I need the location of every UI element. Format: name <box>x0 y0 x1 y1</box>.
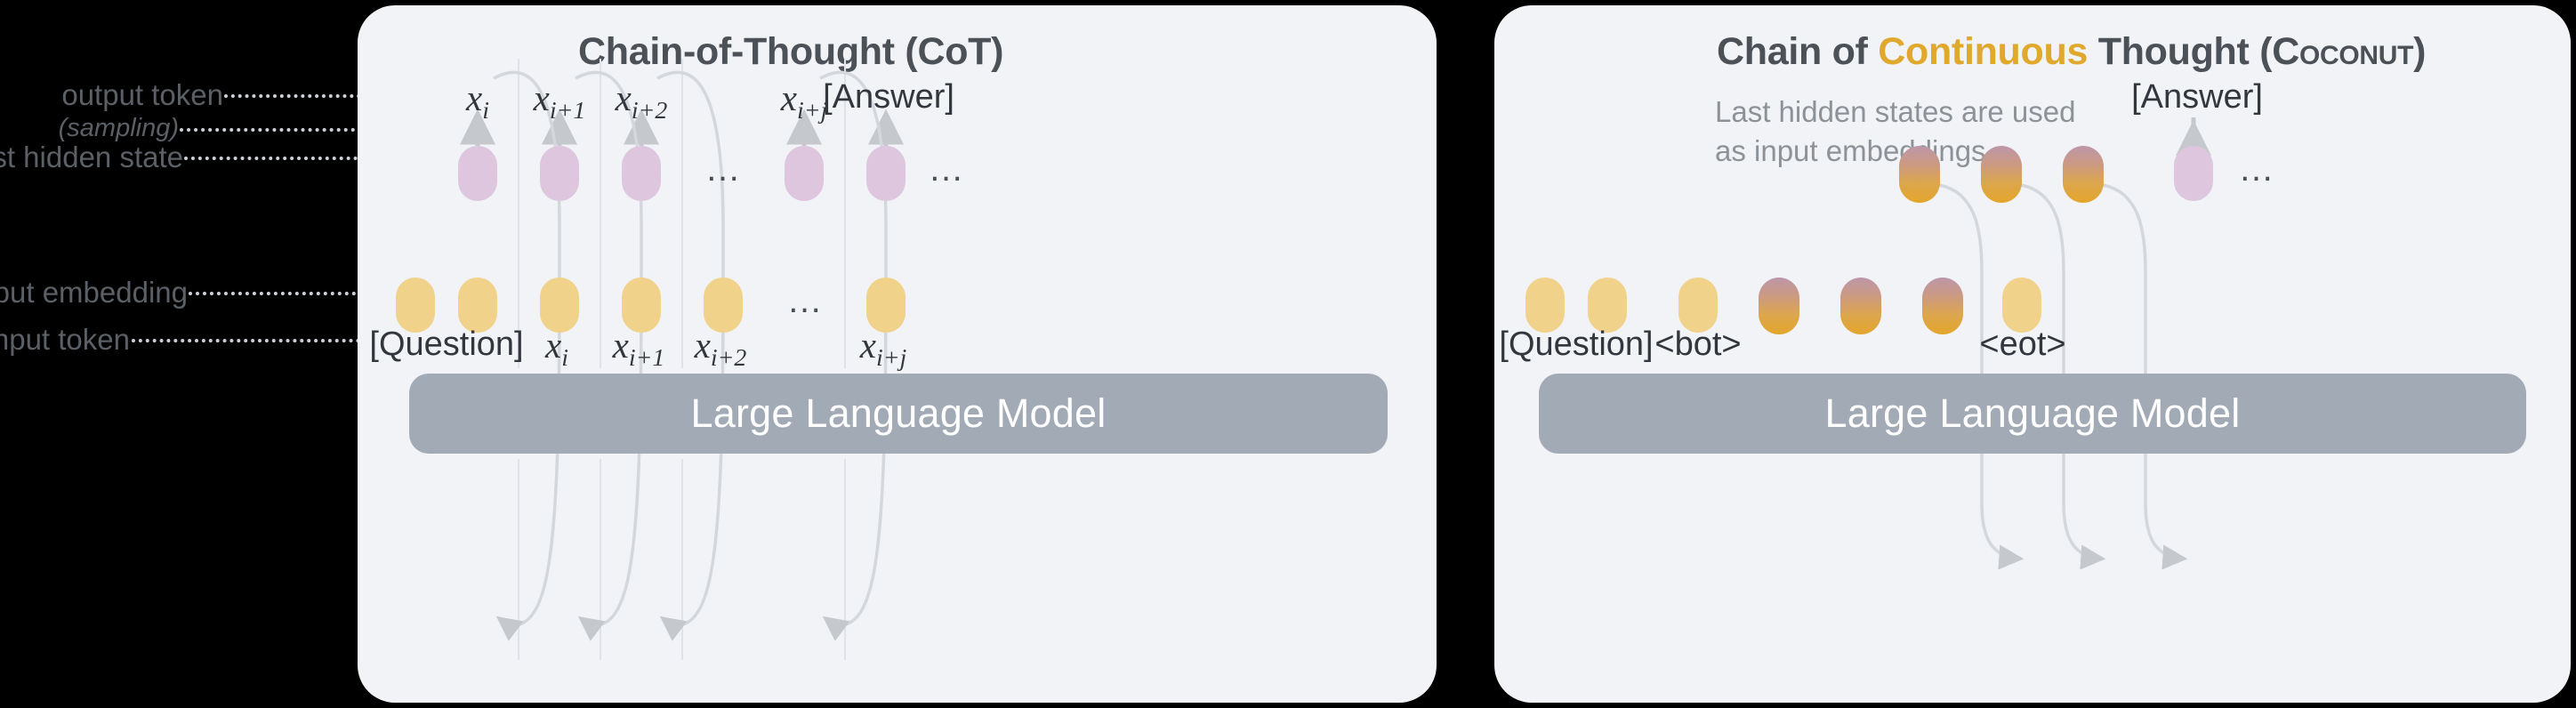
coconut-input-token-question: [Question] <box>1499 326 1654 363</box>
cot-llm-label: Large Language Model <box>690 390 1107 436</box>
leader-last-hidden-state <box>184 157 471 160</box>
cot-panel-title: Chain-of-Thought (CoT) <box>578 30 1004 73</box>
coconut-title-part2: Thought ( <box>2088 30 2273 73</box>
coconut-input-continuous-1 <box>1840 278 1881 334</box>
coconut-input-token-eot: <eot> <box>1979 326 2066 363</box>
coconut-title-part1: Chain of <box>1717 30 1879 73</box>
cot-llm-box: Large Language Model <box>409 374 1388 454</box>
cot-hidden-state-trailing-ellipsis: … <box>928 149 967 189</box>
coconut-answer-token: [Answer] <box>2131 78 2263 116</box>
cot-input-embedding-3 <box>622 278 661 333</box>
coconut-hidden-state-trailing-ellipsis: … <box>2238 149 2277 189</box>
coconut-title-part3: ) <box>2413 30 2427 73</box>
coconut-input-continuous-2 <box>1922 278 1963 334</box>
cot-hidden-state-4 <box>866 146 906 201</box>
cot-hidden-state-ellipsis: … <box>704 149 744 189</box>
cot-input-embedding-2 <box>540 278 579 333</box>
coconut-llm-label: Large Language Model <box>1824 390 2241 436</box>
side-label-last-hidden-state: last hidden state <box>0 141 183 173</box>
coconut-input-embedding-question-b <box>1588 278 1627 333</box>
side-label-sampling: (sampling) <box>58 114 179 142</box>
cot-input-token-3: xi+2 <box>694 325 747 373</box>
panel-coconut: Chain of Continuous Thought (Coconut) La… <box>1494 5 2571 703</box>
coconut-title-smallcaps: Coconut <box>2272 30 2414 73</box>
cot-input-token-5: xi+j <box>859 325 907 373</box>
cot-output-token-5: [Answer] <box>823 78 954 116</box>
coconut-input-token-bot: <bot> <box>1654 326 1742 363</box>
cot-hidden-state-1 <box>540 146 579 201</box>
coconut-hidden-state-0 <box>1899 146 1940 203</box>
cot-input-embedding-1 <box>458 278 497 333</box>
coconut-input-embedding-eot <box>2002 278 2041 333</box>
cot-hidden-state-3 <box>785 146 824 201</box>
coconut-llm-box: Large Language Model <box>1539 374 2526 454</box>
cot-input-token-1: xi <box>545 325 568 373</box>
side-label-input-token: input token <box>0 323 130 356</box>
coconut-title-accent: Continuous <box>1878 30 2089 73</box>
cot-input-token-0: [Question] <box>369 326 524 363</box>
cot-output-token-1: xi+1 <box>533 77 586 125</box>
cot-input-embedding-4 <box>704 278 743 333</box>
coconut-answer-hidden-state <box>2174 146 2213 201</box>
side-label-input-embedding: input embedding <box>0 276 188 309</box>
leader-output-token <box>224 94 431 98</box>
cot-hidden-state-0 <box>458 146 497 201</box>
coconut-hidden-state-2 <box>2063 146 2104 203</box>
cot-input-embedding-ellipsis: … <box>786 281 825 320</box>
cot-output-token-4: xi+j <box>780 77 828 125</box>
coconut-input-embedding-bot <box>1678 278 1718 333</box>
leader-sampling <box>180 128 534 132</box>
coconut-panel-title: Chain of Continuous Thought (Coconut) <box>1717 30 2427 74</box>
cot-output-token-2: xi+2 <box>615 77 668 125</box>
cot-output-token-0: xi <box>466 77 489 125</box>
coconut-input-embedding-question-a <box>1525 278 1565 333</box>
panel-chain-of-thought: Chain-of-Thought (CoT) <box>358 5 1437 703</box>
coconut-note: Last hidden states are used as input emb… <box>1715 95 2076 167</box>
coconut-hidden-state-1 <box>1981 146 2022 203</box>
cot-input-embedding-5 <box>866 278 906 333</box>
cot-input-embedding-0 <box>396 278 435 333</box>
cot-hidden-state-2 <box>622 146 661 201</box>
leader-input-embedding <box>189 292 413 295</box>
coconut-input-continuous-0 <box>1759 278 1799 334</box>
cot-input-token-2: xi+1 <box>612 325 665 373</box>
side-label-output-token: output token <box>61 78 223 111</box>
leader-input-token <box>132 339 409 342</box>
